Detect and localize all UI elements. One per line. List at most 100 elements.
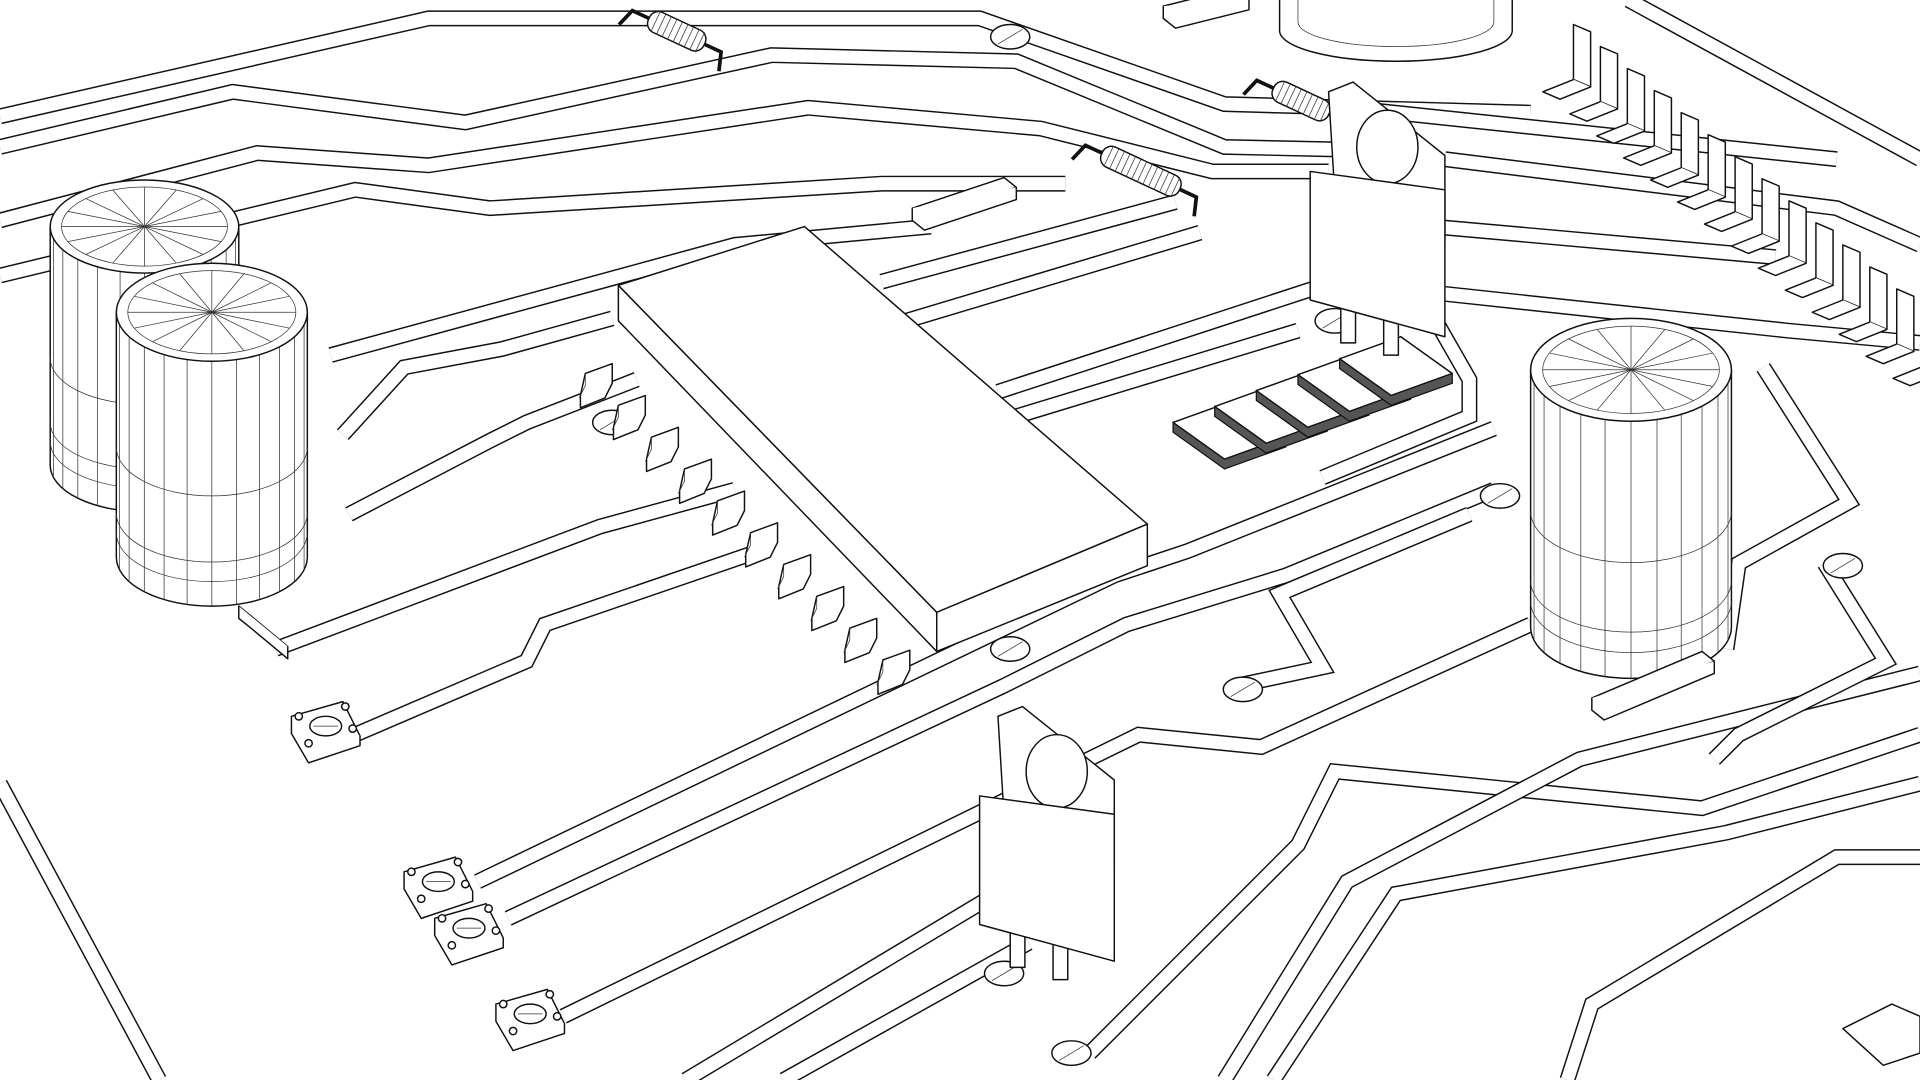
capacitor-vent	[134, 295, 212, 313]
resistor-band	[689, 29, 700, 50]
pad-hatch	[1487, 488, 1513, 504]
trace-17-fill	[1085, 728, 1920, 1058]
resistor-band	[1153, 169, 1164, 190]
header-pin	[1896, 288, 1915, 353]
capacitor-vent	[1596, 369, 1632, 411]
resistor-band	[1114, 151, 1125, 172]
inductor-coil	[1278, 0, 1513, 62]
capacitor-vent	[1630, 352, 1713, 371]
resistor-lead	[617, 8, 724, 72]
header-pin	[1572, 23, 1592, 88]
header-pin-foot	[1703, 211, 1753, 233]
capacitor-band	[115, 513, 308, 563]
tactile-button-3	[433, 902, 505, 966]
header-pin-foot	[1892, 366, 1920, 387]
trace-19-fill	[1268, 777, 1920, 1080]
capacitor-vent	[144, 226, 204, 255]
button-pin	[304, 738, 313, 748]
button-pin	[340, 702, 350, 711]
capacitor-band	[115, 532, 308, 582]
capacitor-vent	[179, 273, 213, 313]
header-pin-foot	[1596, 122, 1645, 144]
trace-8-fill	[352, 544, 762, 741]
trace-28-fill	[1444, 287, 1920, 350]
resistor-band	[667, 19, 678, 40]
trace-16-fill	[892, 226, 1202, 331]
pad-hatch	[991, 965, 1017, 982]
resistor-band	[1164, 174, 1175, 195]
button-pin	[437, 913, 447, 923]
resistor-band	[656, 13, 667, 35]
button-side	[403, 871, 474, 920]
trace-10-fill	[505, 483, 1497, 925]
capacitor-vent	[112, 189, 145, 227]
resistor-band	[1159, 171, 1170, 193]
ic-pin-edge	[711, 500, 718, 526]
capacitor-vent	[211, 311, 290, 329]
capacitor-vent	[1630, 369, 1666, 411]
header-pin	[1869, 266, 1888, 331]
voltage-regulator-top	[1309, 81, 1446, 356]
header-pin-foot	[1649, 167, 1699, 189]
resistor-band	[1275, 81, 1286, 102]
capacitor-vent	[85, 198, 145, 227]
smd-resistor-side	[1338, 357, 1453, 406]
trace-24-fill	[1709, 559, 1896, 764]
ic-pin-edge	[843, 628, 851, 653]
ic-chip	[578, 225, 1149, 696]
capacitor-vent	[1549, 369, 1632, 387]
connector-corner	[1842, 1003, 1920, 1067]
button-side	[495, 1004, 566, 1052]
trace-15-fill	[879, 195, 1178, 288]
trace-13-fill	[1014, 324, 1300, 423]
tactile-button-1	[290, 700, 361, 764]
header-pin	[1842, 244, 1861, 309]
resistor-band	[1109, 148, 1120, 169]
trace-14-fill	[995, 275, 1337, 399]
resistor-band	[650, 11, 661, 32]
tactile-button-4	[495, 988, 566, 1052]
resistor-band	[661, 16, 672, 37]
button-pin	[348, 724, 358, 733]
resistor-band	[683, 26, 694, 48]
button-pin	[508, 1026, 518, 1036]
trace-21-fill	[0, 780, 165, 1080]
capacitor-vent	[1568, 369, 1632, 402]
resistor-band	[695, 32, 706, 53]
header-pin-foot	[1730, 233, 1780, 255]
pad-hatch	[1058, 1045, 1084, 1061]
button-pin	[460, 879, 470, 889]
button-pin	[484, 904, 493, 913]
resistor-band	[1291, 88, 1302, 110]
header-pin-foot	[1811, 299, 1861, 321]
button-pin	[294, 711, 304, 721]
button-pin	[498, 999, 508, 1009]
smd-component-right-side	[1591, 661, 1716, 721]
pad-hatch	[1830, 558, 1856, 574]
capacitor-vent	[134, 311, 212, 329]
capacitor-band	[1530, 601, 1732, 654]
regulator-body	[1309, 170, 1446, 338]
ic-pin-edge	[611, 405, 619, 430]
trace-18-fill	[1218, 667, 1920, 1080]
button-side	[433, 918, 505, 966]
resistor-band	[1308, 96, 1319, 117]
trace-5-fill	[338, 312, 614, 440]
capacitor-vent	[144, 198, 204, 227]
trace-7-fill	[273, 483, 737, 656]
trace-4-fill	[328, 220, 932, 362]
header-pin-foot	[1569, 100, 1618, 122]
capacitor-vent	[112, 226, 145, 264]
capacitor-band	[115, 446, 308, 497]
capacitor-vent	[144, 226, 222, 243]
header-pin	[1599, 45, 1619, 110]
capacitor-vent	[67, 211, 145, 227]
smd-component-top-side	[911, 187, 1018, 231]
ic-top	[617, 225, 1149, 613]
button-pin	[491, 926, 501, 936]
ic-pin-edge	[578, 373, 586, 399]
resistor-lead	[1070, 143, 1199, 217]
trace-20-fill	[1561, 850, 1920, 1080]
capacitor-vent	[67, 226, 145, 243]
